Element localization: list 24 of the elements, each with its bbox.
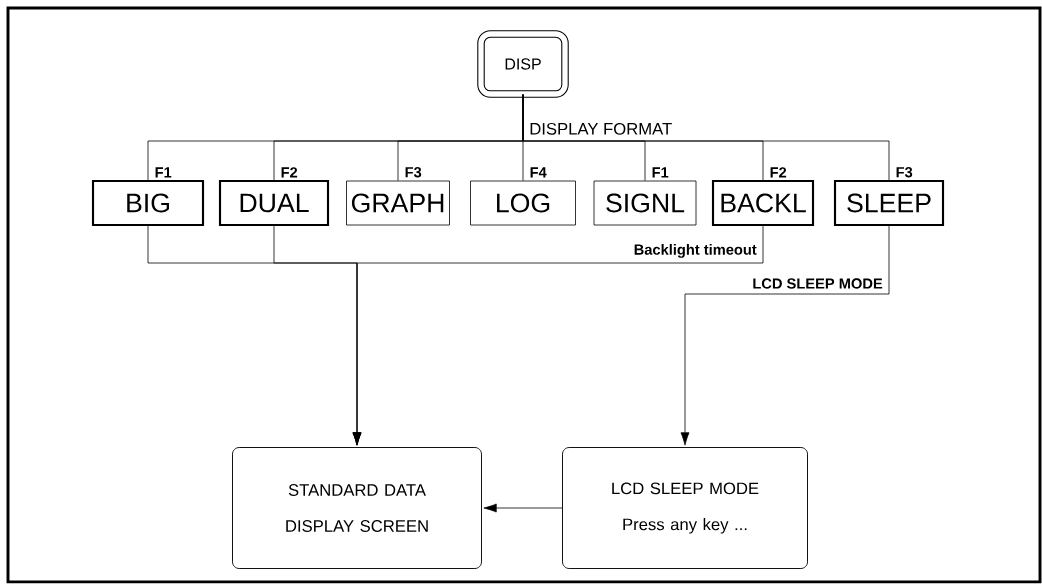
menu-option-box: DUAL — [218, 179, 330, 227]
menu-label: DISPLAY FORMAT — [527, 120, 675, 137]
key-label: F2 — [281, 167, 298, 178]
edge-label: LCD SLEEP MODE — [750, 276, 885, 291]
key-button: DISP — [477, 30, 569, 98]
menu-option-box: BACKL — [711, 179, 815, 227]
screen-box: STANDARD DATA DISPLAY SCREEN — [232, 447, 482, 569]
menu-option-box: SLEEP — [833, 179, 945, 227]
menu-option-box: GRAPH — [346, 180, 450, 226]
key-label: F1 — [652, 167, 669, 178]
key-label: F4 — [530, 167, 547, 178]
key-label: F2 — [770, 167, 787, 178]
connector — [680, 225, 890, 446]
edge-label: Backlight timeout — [631, 242, 759, 260]
key-label: F3 — [896, 167, 913, 178]
key-label: F3 — [405, 167, 422, 178]
connector — [483, 503, 563, 513]
key-label: F1 — [155, 167, 172, 178]
menu-option-box: LOG — [470, 180, 576, 226]
connector — [352, 225, 764, 446]
menu-option-box: BIG — [91, 179, 205, 227]
menu-option-box: SIGNL — [593, 180, 697, 226]
screen-box: LCD SLEEP MODE Press any key ... — [562, 447, 808, 569]
connector — [522, 94, 890, 181]
